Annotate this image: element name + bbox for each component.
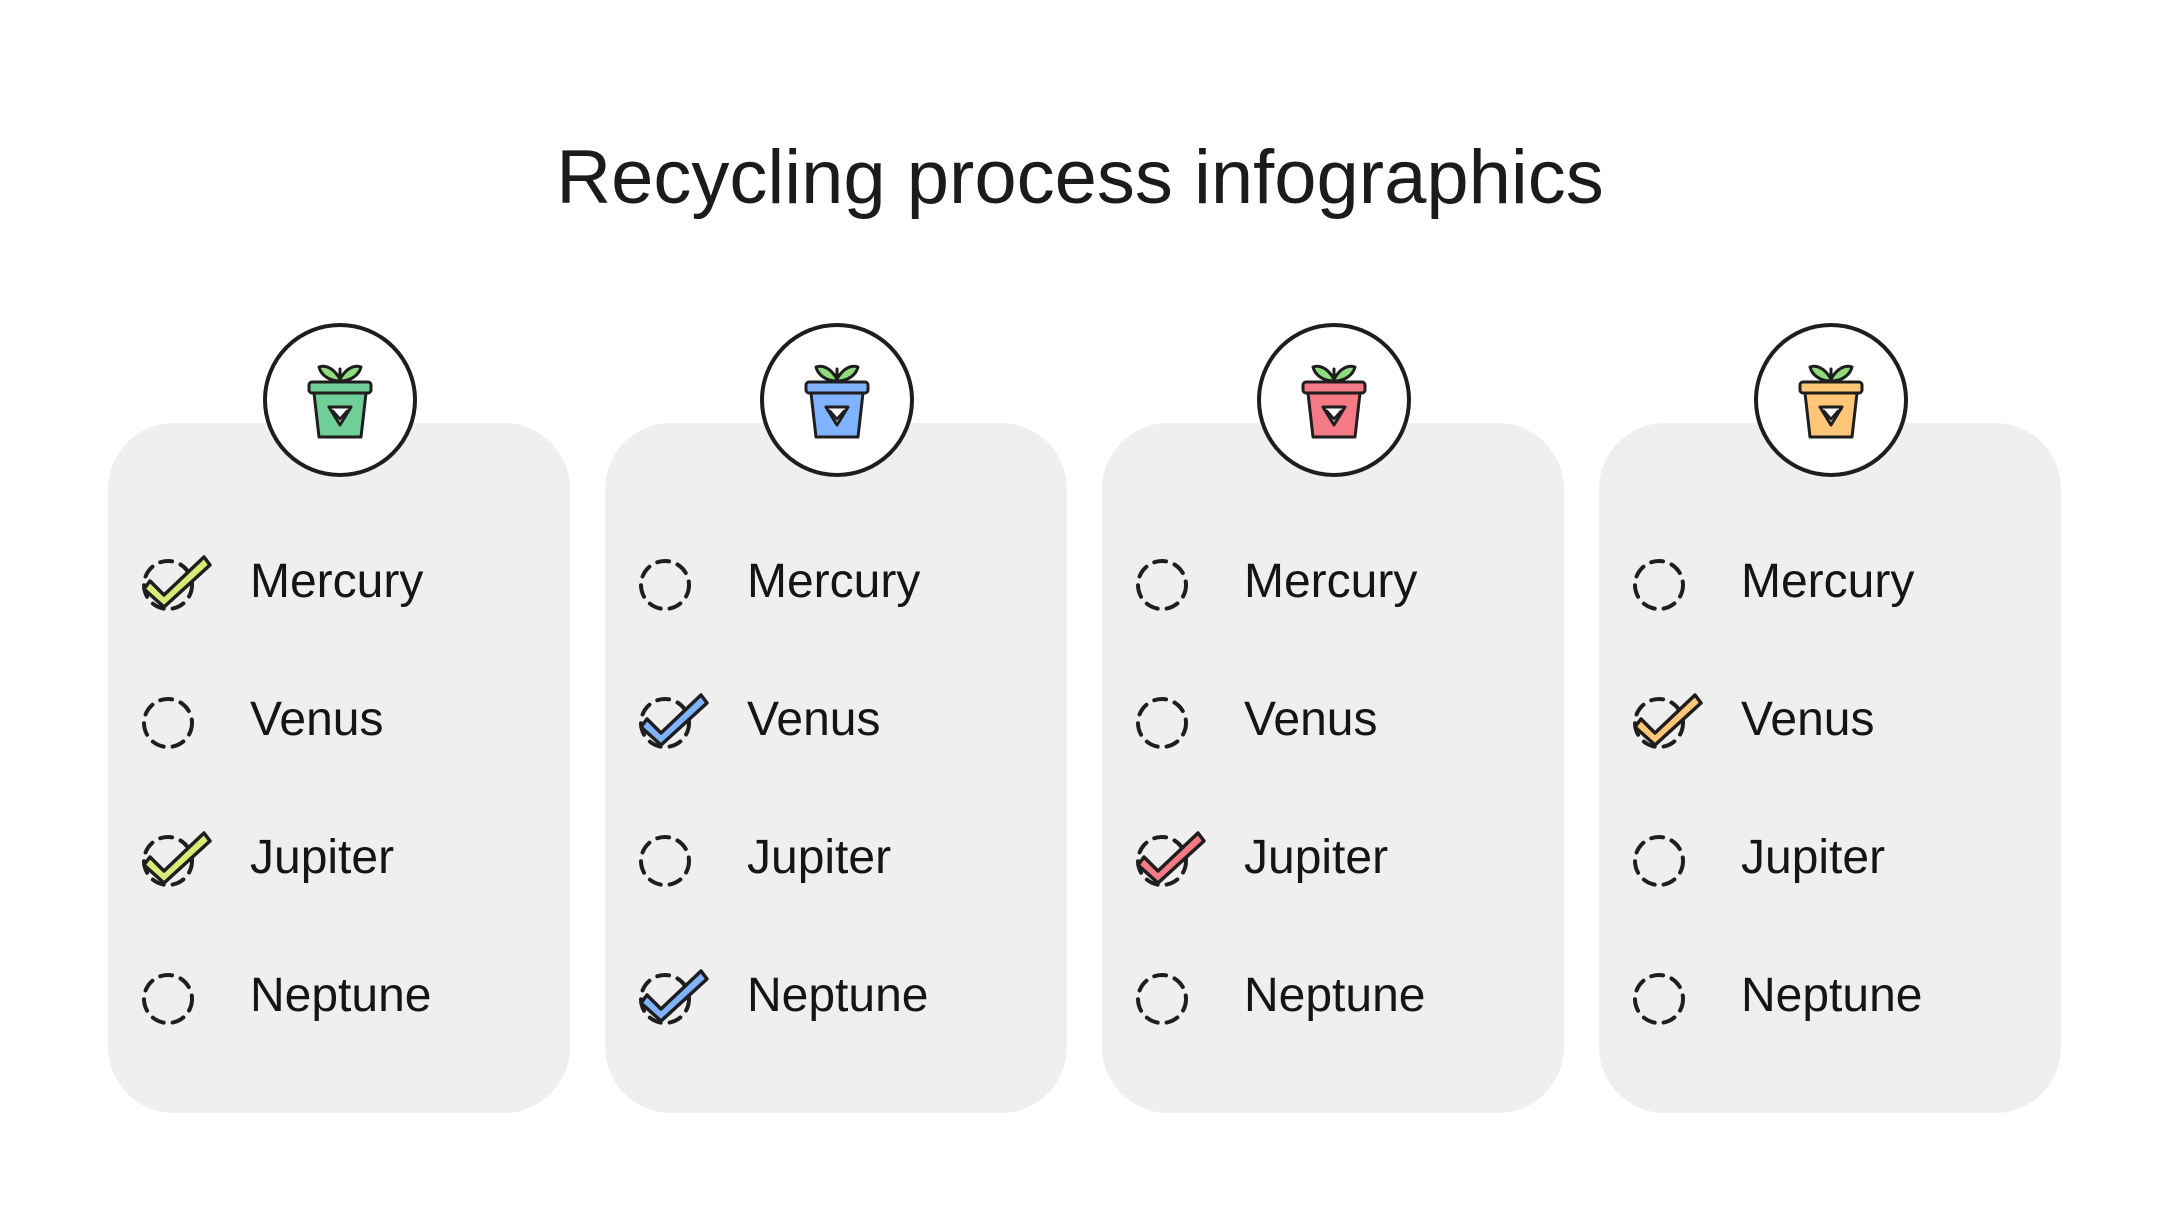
item-label: Venus [250,693,384,746]
list-item[interactable]: Neptune [1134,956,1554,1036]
list-item[interactable]: Venus [637,680,1057,760]
item-label: Mercury [1741,555,1915,608]
item-label: Venus [747,693,881,746]
item-label: Mercury [1244,555,1418,608]
item-label: Neptune [1244,969,1426,1022]
recycle-bin-icon [1754,323,1908,477]
list-item[interactable]: Mercury [1631,542,2051,622]
column-4 [1599,323,2061,1113]
recycle-bin-icon [1257,323,1411,477]
item-label: Neptune [747,969,929,1022]
column-3 [1102,323,1564,1113]
list-item[interactable]: Neptune [140,956,560,1036]
item-label: Jupiter [250,831,395,884]
list-item[interactable]: Neptune [1631,956,2051,1036]
list-item[interactable]: Jupiter [1134,818,1554,898]
list-item[interactable]: Venus [140,680,560,760]
list-item[interactable]: Mercury [1134,542,1554,622]
list-item[interactable]: Venus [1631,680,2051,760]
card-panel [108,423,570,1113]
item-label: Venus [1244,693,1378,746]
item-label: Neptune [1741,969,1923,1022]
page-title: Recycling process infographics [556,135,1604,220]
recycle-bin-icon [760,323,914,477]
item-label: Mercury [250,555,424,608]
item-label: Neptune [250,969,432,1022]
list-item[interactable]: Jupiter [1631,818,2051,898]
card-panel [1102,423,1564,1113]
card-panel [1599,423,2061,1113]
item-label: Jupiter [1741,831,1886,884]
item-label: Mercury [747,555,921,608]
list-item[interactable]: Jupiter [637,818,1057,898]
item-label: Jupiter [1244,831,1389,884]
column-1 [108,323,570,1113]
list-item[interactable]: Neptune [637,956,1057,1036]
list-item[interactable]: Jupiter [140,818,560,898]
list-item[interactable]: Venus [1134,680,1554,760]
list-item[interactable]: Mercury [140,542,560,622]
item-label: Venus [1741,693,1875,746]
item-label: Jupiter [747,831,892,884]
recycle-bin-icon [263,323,417,477]
list-item[interactable]: Mercury [637,542,1057,622]
